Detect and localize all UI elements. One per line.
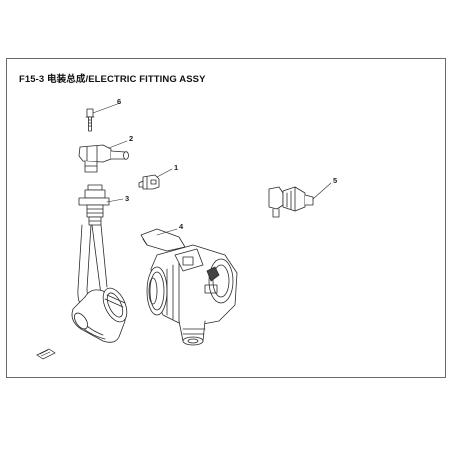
callout-1: 1 (174, 163, 178, 172)
brand-logo (36, 348, 56, 360)
callout-5: 5 (333, 176, 337, 185)
exploded-diagram: 6 2 1 3 4 5 (36, 97, 337, 360)
part-throttle-body (140, 228, 238, 346)
callout-3: 3 (125, 194, 129, 203)
part-pressure-sensor (268, 186, 314, 218)
callout-4: 4 (179, 222, 184, 231)
drawing-sheet: F15-3 电装总成/ELECTRIC FITTING ASSY (6, 58, 446, 378)
callout-6: 6 (117, 97, 121, 106)
leader-lines (92, 102, 332, 236)
part-sensor (138, 174, 160, 190)
page-title: F15-3 电装总成/ELECTRIC FITTING ASSY (19, 74, 206, 85)
part-injector (78, 184, 110, 226)
part-bolt (85, 108, 95, 132)
part-intake-elbow (71, 287, 128, 343)
callout-2: 2 (129, 134, 133, 143)
part-fuel-rail (78, 144, 129, 173)
